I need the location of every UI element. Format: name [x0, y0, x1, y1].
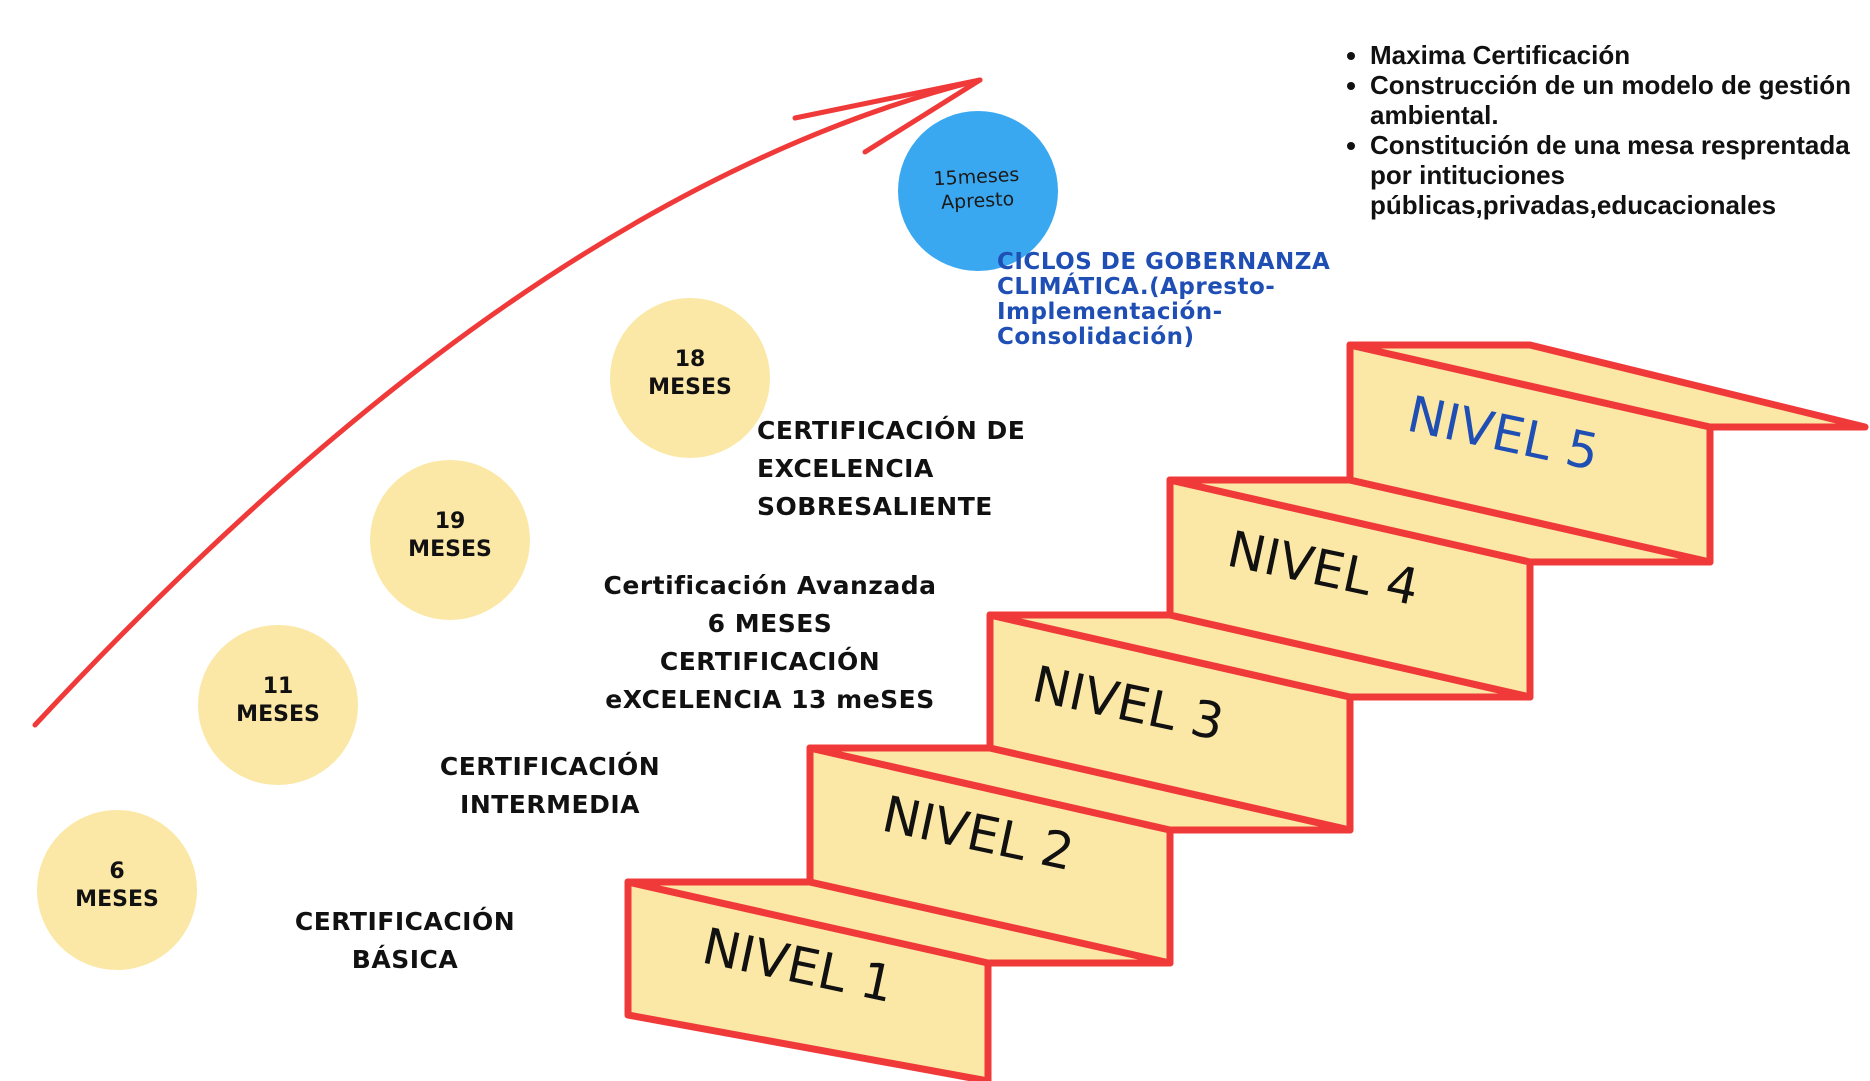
months-unit: MESES: [75, 887, 159, 912]
goal-item: Constitución de una mesa resprentada por…: [1370, 130, 1870, 220]
months-number: 18: [674, 347, 706, 372]
cert-basica: CERTIFICACIÓN BÁSICA: [250, 903, 560, 979]
months-circle-6: [37, 810, 197, 970]
months-number: 11: [262, 674, 294, 699]
cert-excelencia: CERTIFICACIÓN DE EXCELENCIA SOBRESALIENT…: [757, 412, 1137, 526]
goal-item: Construcción de un modelo de gestión amb…: [1370, 70, 1870, 130]
governance-cycles-title: CICLOS DE GOBERNANZA CLIMÁTICA.(Apresto-…: [997, 249, 1331, 350]
cert-avanzada-line2: 6 MESES: [707, 609, 833, 638]
months-circle-18: [610, 298, 770, 458]
stair-nivel-5: NIVEL 5: [1346, 341, 1869, 566]
months-label-19: 19 MESES: [390, 508, 510, 564]
cert-avanzada-line3: CERTIFICACIÓN: [659, 647, 881, 676]
apresto-circle: [898, 111, 1058, 271]
growth-arrow-head: [792, 77, 983, 155]
cert-avanzada-line4: eXCELENCIA 13 meSES: [605, 685, 935, 714]
cert-excelencia-line3: SOBRESALIENTE: [757, 492, 993, 521]
growth-arrow-shaft: [32, 77, 983, 728]
cert-basica-line1: CERTIFICACIÓN: [294, 907, 516, 936]
cert-intermedia-line1: CERTIFICACIÓN: [439, 752, 661, 781]
months-unit: MESES: [236, 702, 320, 727]
cert-avanzada-line1: Certificación Avanzada: [603, 571, 937, 600]
cert-excelencia-line2: EXCELENCIA: [757, 454, 934, 483]
cert-avanzada: Certificación Avanzada 6 MESES CERTIFICA…: [535, 567, 1005, 719]
stair-nivel-2: NIVEL 2: [806, 744, 1354, 967]
months-circle-11: [198, 625, 358, 785]
months-label-18: 18 MESES: [630, 346, 750, 402]
goal-item: Maxima Certificación: [1370, 40, 1870, 70]
cert-excelencia-line1: CERTIFICACIÓN DE: [757, 416, 1026, 445]
apresto-label: 15meses Apresto: [901, 161, 1053, 217]
cert-basica-line2: BÁSICA: [351, 945, 459, 974]
stair-nivel-4: NIVEL 4: [1166, 476, 1714, 701]
cert-intermedia: CERTIFICACIÓN INTERMEDIA: [395, 748, 705, 824]
cert-intermedia-line2: INTERMEDIA: [460, 790, 640, 819]
months-label-11: 11 MESES: [218, 673, 338, 729]
stair-nivel-3: NIVEL 3: [986, 611, 1534, 834]
months-unit: MESES: [648, 375, 732, 400]
months-label-6: 6 MESES: [57, 858, 177, 914]
months-unit: MESES: [408, 537, 492, 562]
months-circle-19: [370, 460, 530, 620]
months-number: 6: [109, 859, 125, 884]
goals-list: Maxima Certificación Construcción de un …: [1348, 40, 1870, 220]
months-number: 19: [434, 509, 466, 534]
